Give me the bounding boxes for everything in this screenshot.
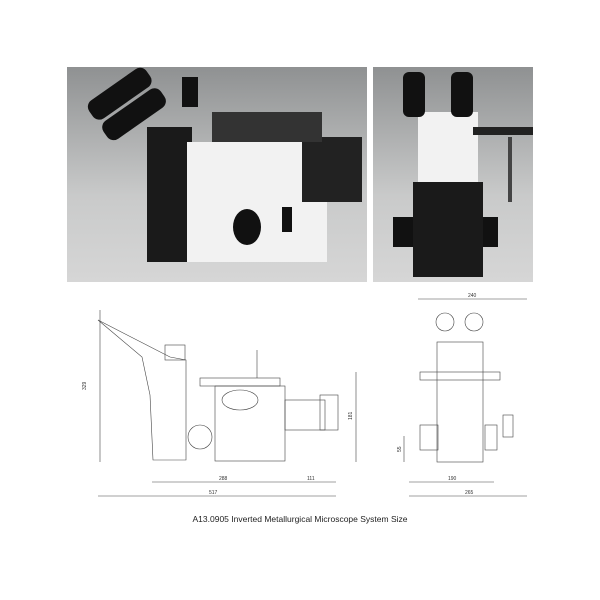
front-view-dimension-lines [403,298,527,497]
dim-knob-height: 55 [397,446,403,452]
caption: A13.0905 Inverted Metallurgical Microsco… [192,514,408,524]
dim-body-length: 288 [219,476,228,482]
side-view-dimension-lines [98,310,357,497]
front-view-drawing [419,312,514,463]
dim-height: 329 [82,381,88,390]
dim-total-width: 265 [465,490,474,496]
dim-width-top: 240 [468,293,477,299]
dim-stage-height: 181 [348,411,354,420]
microscope-side-illustration [87,67,362,262]
dim-lamp-length: 111 [307,476,315,482]
dim-base-width: 190 [448,476,457,482]
microscope-front-photo [373,67,533,282]
microscope-front-illustration [393,72,533,277]
microscope-side-photo [67,67,367,282]
dim-total-length: 517 [209,490,218,496]
side-view-drawing [97,319,339,462]
